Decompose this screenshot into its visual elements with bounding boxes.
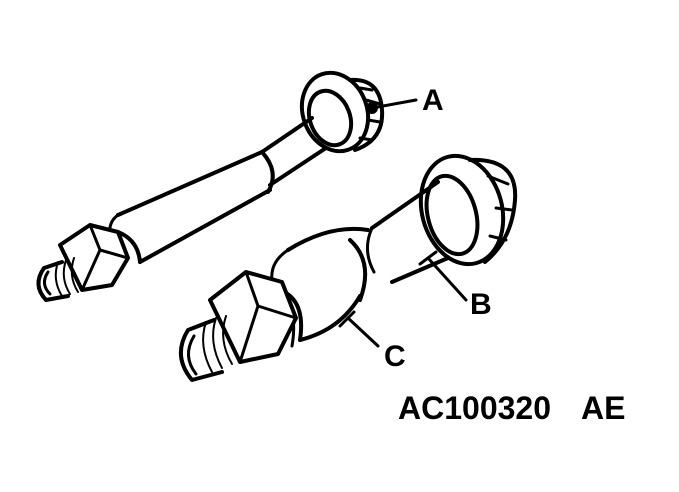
- leader-line-c: [346, 316, 380, 348]
- callout-label-a: A: [422, 84, 444, 117]
- callout-label-b: B: [470, 288, 492, 321]
- leader-line-a: [370, 98, 418, 110]
- leader-line-b: [426, 256, 468, 302]
- callout-label-c: C: [384, 340, 406, 373]
- figure-code: AC100320 AE: [398, 392, 625, 424]
- upper-bolt-assembly: [36, 70, 385, 302]
- lower-bolt-assembly: [179, 153, 518, 382]
- figure-code-suffix: AE: [581, 390, 626, 426]
- figure-code-number: AC100320: [398, 390, 551, 426]
